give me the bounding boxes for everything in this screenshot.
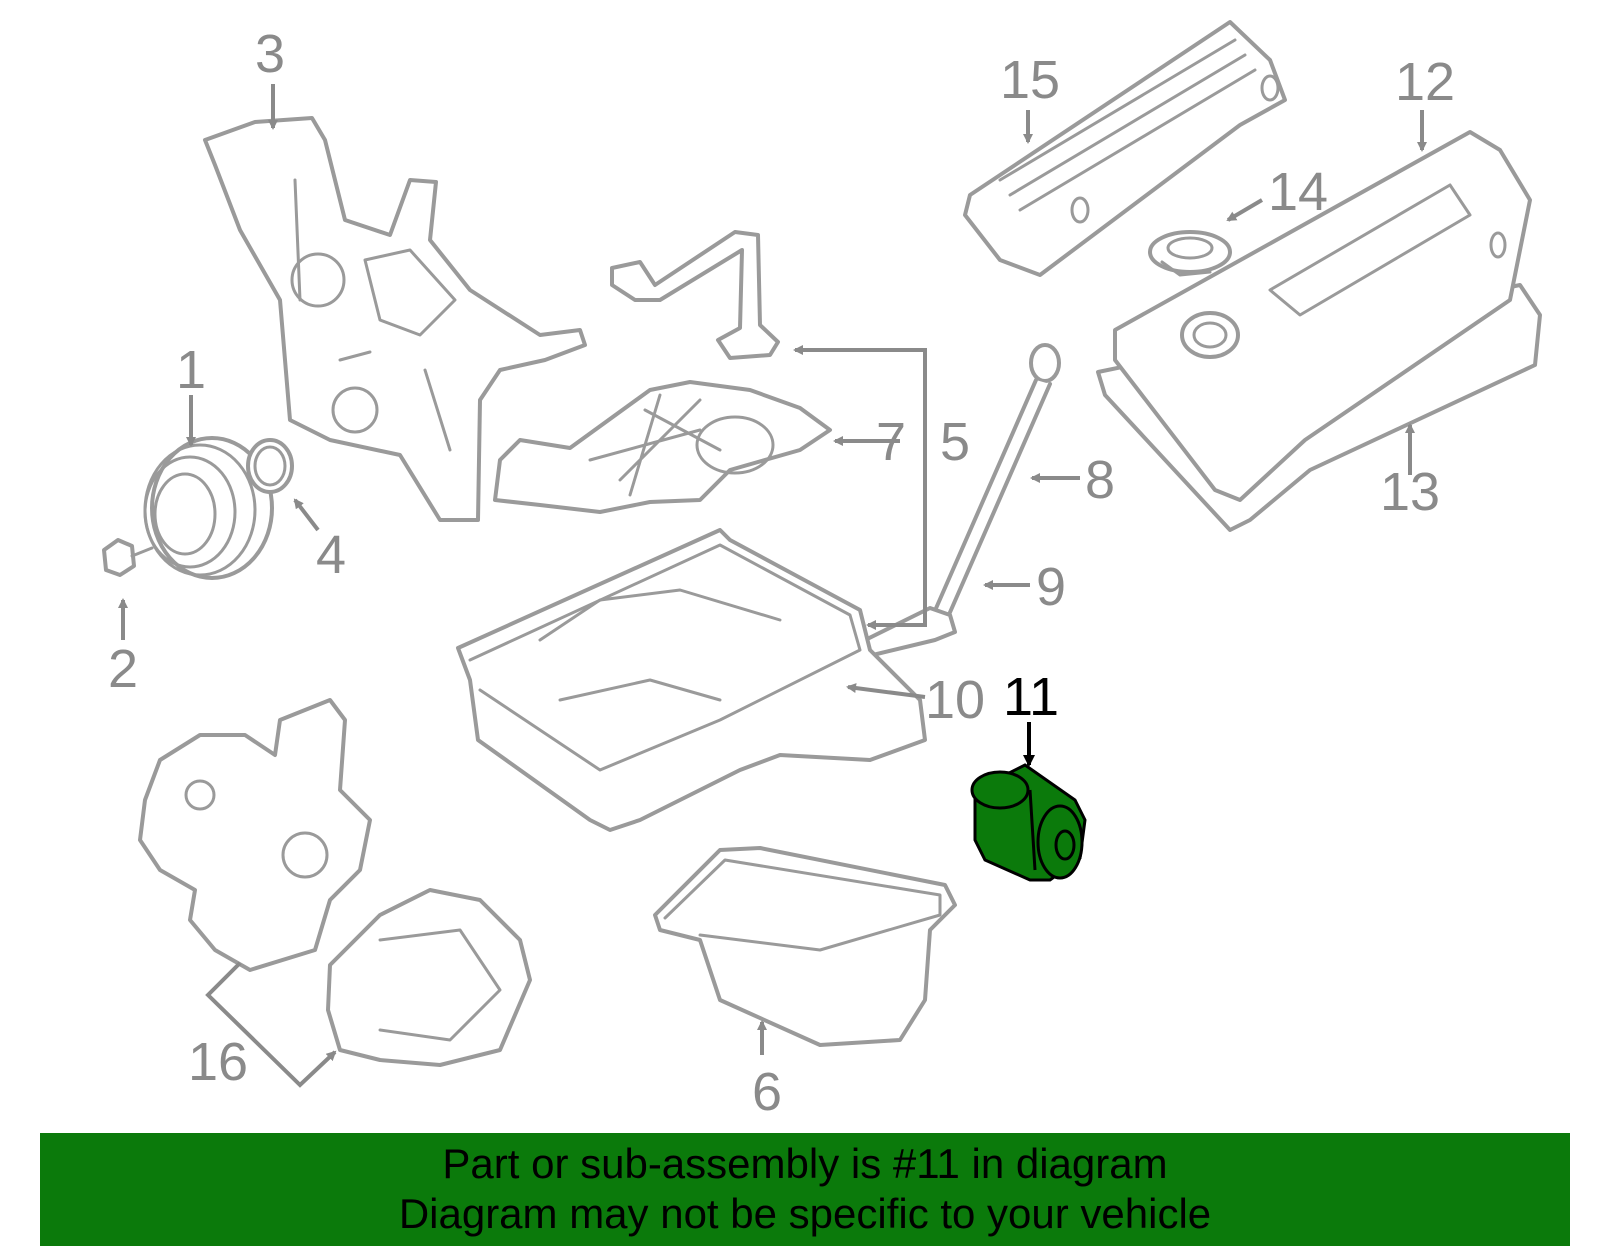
oil-filler-cap-icon[interactable] [1148, 230, 1232, 277]
parts-diagram: 3 1 4 2 7 5 8 9 10 11 12 13 14 15 6 16 [102, 20, 1542, 1122]
baffle-plate-icon[interactable] [493, 380, 832, 514]
callout-7: 7 [876, 412, 906, 472]
banner-line-2: Diagram may not be specific to your vehi… [398, 1190, 1212, 1237]
callout-13: 13 [1380, 462, 1440, 522]
callout-4: 4 [316, 525, 346, 585]
callout-12: 12 [1395, 52, 1455, 112]
lower-oil-pan-icon[interactable] [653, 846, 957, 1047]
oil-pickup-tube-icon[interactable] [610, 230, 780, 360]
callout-8: 8 [1085, 450, 1115, 510]
crankshaft-pulley-icon[interactable] [143, 436, 274, 580]
leader-lines [118, 84, 1427, 1088]
callout-16: 16 [188, 1032, 248, 1092]
valve-cover-icon[interactable] [1113, 130, 1532, 502]
callout-14: 14 [1268, 162, 1328, 222]
upper-oil-pan-icon [456, 528, 927, 832]
timing-cover-icon[interactable] [203, 116, 587, 522]
banner-line-1: Part or sub-assembly is #11 in diagram [442, 1140, 1168, 1187]
pulley-bolt-icon[interactable] [102, 538, 154, 577]
front-seal-icon[interactable] [246, 438, 294, 494]
engine-cover-icon[interactable] [963, 20, 1287, 277]
oil-filter-icon[interactable] [970, 763, 1087, 882]
callout-6: 6 [752, 1062, 782, 1122]
callout-15: 15 [1000, 50, 1060, 110]
callout-1: 1 [176, 340, 206, 400]
callout-9: 9 [1036, 557, 1066, 617]
oil-pump-icon[interactable] [138, 698, 532, 1067]
callout-10: 10 [925, 670, 985, 730]
part-info-banner: Part or sub-assembly is #11 in diagram D… [40, 1133, 1570, 1246]
callout-3: 3 [255, 24, 285, 84]
dipstick-icon[interactable] [928, 343, 1061, 628]
callout-2: 2 [108, 639, 138, 699]
callout-11: 11 [1003, 667, 1059, 727]
callout-5: 5 [940, 412, 970, 472]
